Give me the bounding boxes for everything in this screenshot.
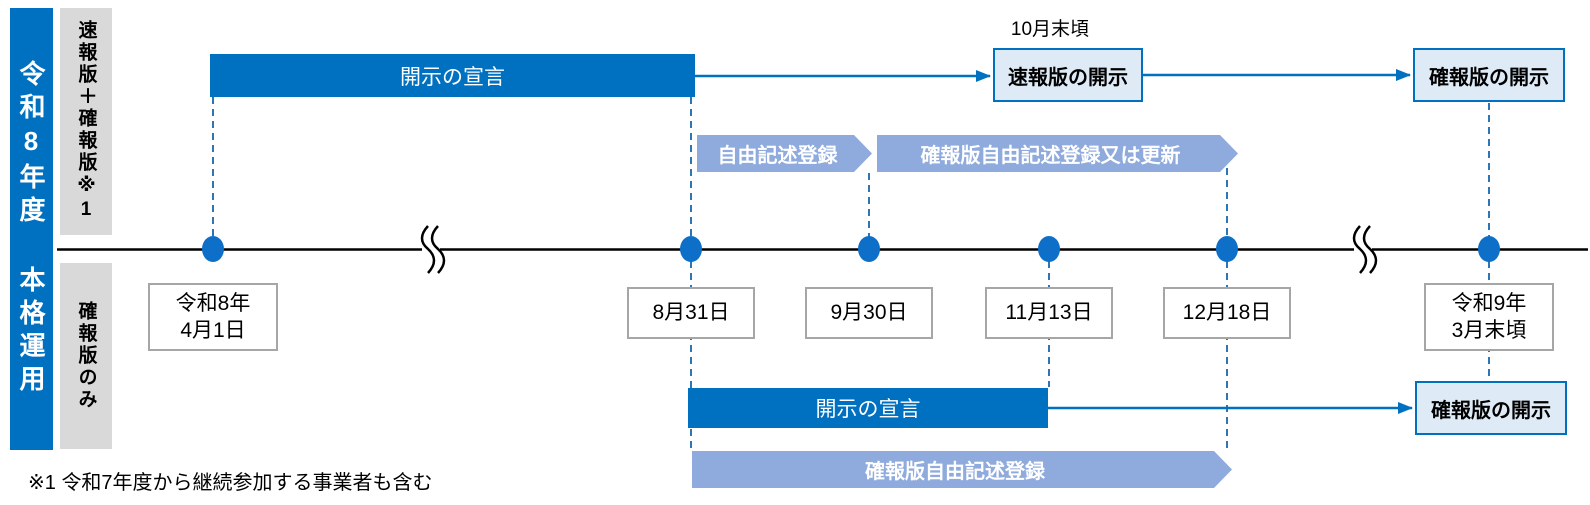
timeline-dot xyxy=(1216,236,1238,262)
date-box-reiwa9-late-march: 令和9年 3月末頃 xyxy=(1424,283,1554,351)
declaration-bar-bottom: 開示の宣言 xyxy=(688,388,1048,428)
timeline-dot xyxy=(202,236,224,262)
date-box-reiwa8-april1: 令和8年 4月1日 xyxy=(148,283,278,351)
lane-label-speed-plus-final: 速報版＋確報版※1 xyxy=(60,8,112,235)
fiscal-year-banner: 令和8年度 本格運用 xyxy=(10,8,53,450)
timeline-dot xyxy=(1478,236,1500,262)
timeline-dot xyxy=(1038,236,1060,262)
timeline-dot xyxy=(858,236,880,262)
final-version-disclosure-box-top: 確報版の開示 xyxy=(1413,48,1565,102)
speed-version-disclosure-box: 速報版の開示 xyxy=(993,48,1143,102)
declaration-bar-top: 開示の宣言 xyxy=(210,54,695,97)
final-version-disclosure-box-bottom: 確報版の開示 xyxy=(1415,381,1567,435)
timeline-dots xyxy=(202,236,1500,262)
timeline-break-mark xyxy=(420,225,446,274)
free-entry-registration-arrow: 自由記述登録 xyxy=(697,135,872,172)
footnote: ※1 令和7年度から継続参加する事業者も含む xyxy=(28,472,433,494)
date-box-aug31: 8月31日 xyxy=(627,287,755,339)
note-late-october: 10月末頃 xyxy=(1010,19,1090,40)
final-free-entry-or-update-arrow: 確報版自由記述登録又は更新 xyxy=(877,135,1238,172)
timeline-dot xyxy=(680,236,702,262)
lane-label-final-only: 確報版のみ xyxy=(60,263,112,449)
date-box-dec18: 12月18日 xyxy=(1163,287,1291,339)
timeline-break-mark xyxy=(1352,225,1378,274)
dashed-connectors-above xyxy=(212,97,1490,249)
date-box-sep30: 9月30日 xyxy=(805,287,933,339)
date-box-nov13: 11月13日 xyxy=(985,287,1113,339)
final-free-entry-registration-arrow: 確報版自由記述登録 xyxy=(692,451,1232,488)
flow-arrows xyxy=(695,69,1413,414)
